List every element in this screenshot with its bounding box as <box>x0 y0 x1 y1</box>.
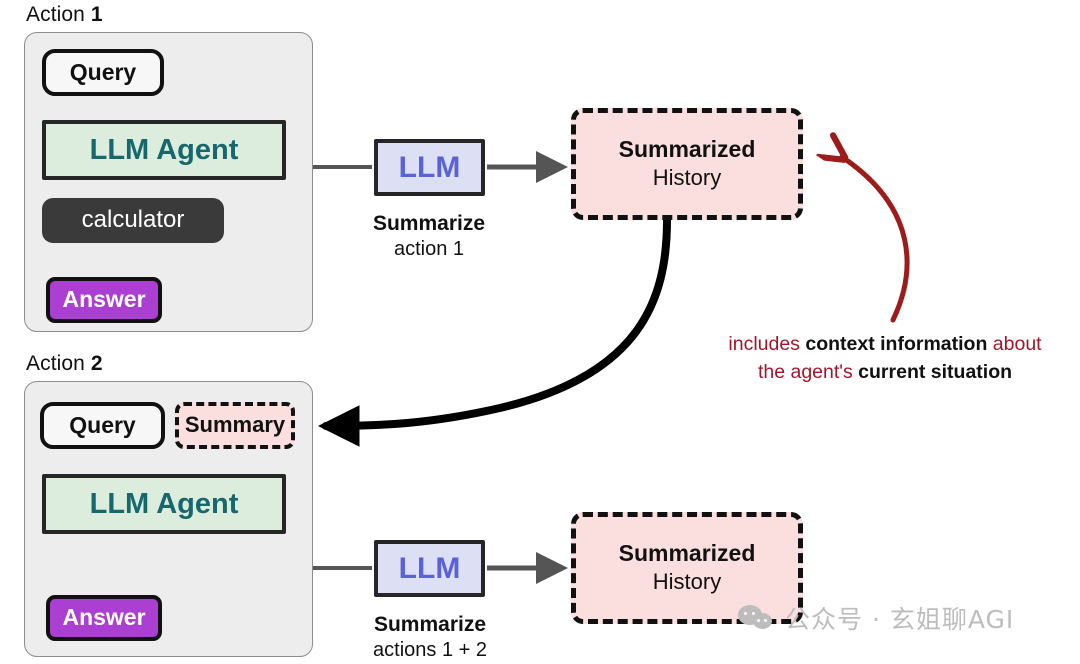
annotation-line-1-part-1: includes <box>728 333 806 355</box>
summarized-history-box-1[interactable]: Summarized History <box>571 108 803 220</box>
action-1-query-box[interactable]: Query <box>42 49 164 96</box>
summarizer-1-llm-label: LLM <box>398 150 461 184</box>
summarized-history-2-line1: Summarized <box>618 540 756 567</box>
action-2-summary-label: Summary <box>184 412 286 438</box>
summarizer-1-llm-box[interactable]: LLM <box>374 139 485 196</box>
action-1-query-label: Query <box>69 58 137 85</box>
annotation-line-1: includes context information about <box>705 331 1065 359</box>
watermark: 公众号 · 玄姐聊AGI <box>738 600 1014 636</box>
action-2-llm-agent-box[interactable]: LLM Agent <box>42 474 286 534</box>
wechat-bubble-icon <box>738 605 776 631</box>
action-1-calculator-tool-box[interactable]: calculator <box>42 198 224 243</box>
annotation-line-1-part-2: about <box>987 333 1042 355</box>
watermark-text: 公众号 · 玄姐聊AGI <box>785 605 1015 634</box>
summarized-history-1-line1: Summarized <box>618 136 756 163</box>
annotation-line-1-bold: context information <box>805 333 988 355</box>
action-2-query-box[interactable]: Query <box>40 402 165 449</box>
action-2-query-label: Query <box>69 411 136 438</box>
annotation-pointer-arrow <box>842 157 910 323</box>
summarized-history-1-line2: History <box>652 165 722 191</box>
summarizer-2-caption-bold: Summarize <box>373 613 487 636</box>
summarizer-1-caption: Summarize action 1 <box>349 211 509 262</box>
action-2-answer-label: Answer <box>62 604 146 631</box>
action-2-label-prefix: Action <box>26 352 91 375</box>
summarizer-2-caption-regular: actions 1 + 2 <box>373 639 487 662</box>
summarizer-1-caption-bold: Summarize <box>372 212 486 235</box>
action-1-llm-agent-label: LLM Agent <box>89 133 239 166</box>
summarized-history-box-2[interactable]: Summarized History <box>571 512 803 624</box>
action-1-label-number: 1 <box>90 3 103 26</box>
action-1-llm-agent-box[interactable]: LLM Agent <box>42 120 286 180</box>
action-2-summary-chip[interactable]: Summary <box>175 402 295 449</box>
action-1-label: Action 1 <box>26 3 103 27</box>
summarizer-2-llm-box[interactable]: LLM <box>374 540 485 597</box>
action-1-answer-box[interactable]: Answer <box>46 277 162 323</box>
summarizer-2-caption: Summarize actions 1 + 2 <box>339 612 521 663</box>
summarized-history-2-line2: History <box>652 569 722 595</box>
summarizer-2-llm-label: LLM <box>398 551 461 585</box>
annotation-line-2-bold: current situation <box>858 360 1013 383</box>
action-1-answer-label: Answer <box>62 286 146 313</box>
action-2-label-number: 2 <box>90 352 103 375</box>
annotation-line-2: the agent's current situation <box>705 359 1065 387</box>
annotation-text: includes context information about the a… <box>705 331 1065 386</box>
annotation-line-2-part-1: the agent's <box>757 360 859 383</box>
action-1-calculator-label: calculator <box>81 206 185 234</box>
action-2-llm-agent-label: LLM Agent <box>89 487 239 520</box>
action-2-label: Action 2 <box>26 352 103 376</box>
summarizer-1-caption-regular: action 1 <box>393 238 465 261</box>
action-1-label-prefix: Action <box>26 3 91 26</box>
action-2-answer-box[interactable]: Answer <box>46 595 162 641</box>
